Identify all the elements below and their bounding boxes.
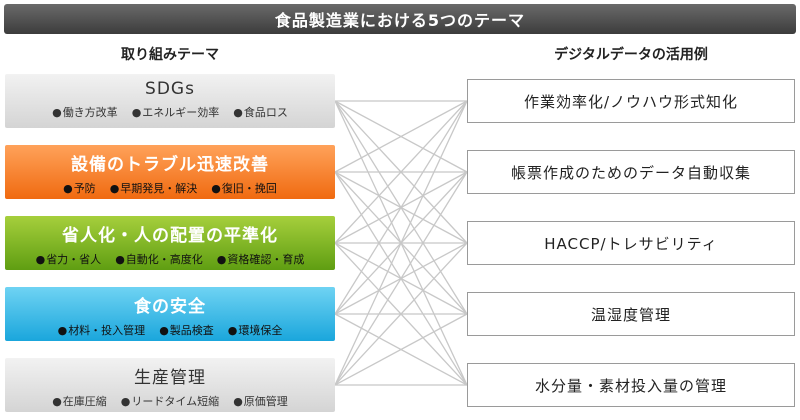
theme-title: 生産管理 xyxy=(134,368,206,388)
usage-box-work-efficiency: 作業効率化/ノウハウ形式知化 xyxy=(467,79,795,123)
theme-item: 食品ロス xyxy=(233,104,288,120)
theme-title: 設備のトラブル迅速改善 xyxy=(71,155,269,175)
theme-item: 製品検査 xyxy=(159,322,214,338)
theme-box-food-safety: 食の安全 材料・投入管理 製品検査 環境保全 xyxy=(5,287,335,341)
connector-line xyxy=(334,100,468,315)
theme-item: 復旧・挽回 xyxy=(211,180,277,196)
theme-item: 在庫圧縮 xyxy=(52,393,107,409)
theme-item: 予防 xyxy=(63,180,96,196)
right-column-heading: デジタルデータの活用例 xyxy=(554,47,708,63)
theme-item: 環境保全 xyxy=(228,322,282,338)
theme-title: 食の安全 xyxy=(134,297,206,317)
diagram-title: 食品製造業における5つのテーマ xyxy=(4,4,796,34)
theme-box-production: 生産管理 在庫圧縮 リードタイム短縮 原価管理 xyxy=(5,358,335,412)
connector-line xyxy=(334,242,468,386)
connector-line xyxy=(334,171,468,386)
theme-item: 資格確認・育成 xyxy=(217,251,304,267)
theme-title: 省人化・人の配置の平準化 xyxy=(62,226,278,246)
theme-item: エネルギー効率 xyxy=(132,104,219,120)
theme-title: SDGs xyxy=(145,79,195,99)
theme-item: 自動化・高度化 xyxy=(115,251,203,267)
usage-box-haccp: HACCP/トレサビリティ xyxy=(467,221,795,265)
connector-line xyxy=(334,100,468,173)
theme-box-sdgs: SDGs 働き方改革 エネルギー効率 食品ロス xyxy=(5,74,335,128)
theme-item: 省力・省人 xyxy=(36,251,101,267)
theme-box-equipment: 設備のトラブル迅速改善 予防 早期発見・解決 復旧・挽回 xyxy=(5,145,335,199)
connector-line xyxy=(334,100,468,244)
left-column-heading: 取り組みテーマ xyxy=(121,47,219,63)
theme-item: リードタイム短縮 xyxy=(121,393,219,409)
connector-line xyxy=(334,100,468,386)
usage-box-moisture: 水分量・素材投入量の管理 xyxy=(467,363,795,407)
theme-item: 早期発見・解決 xyxy=(110,180,197,196)
theme-item: 材料・投入管理 xyxy=(58,322,145,338)
theme-item: 原価管理 xyxy=(233,393,288,409)
connector-line xyxy=(334,313,468,386)
theme-box-labor: 省人化・人の配置の平準化 省力・省人 自動化・高度化 資格確認・育成 xyxy=(5,216,335,270)
theme-item: 働き方改革 xyxy=(52,104,118,120)
usage-box-temp-humidity: 温湿度管理 xyxy=(467,292,795,336)
usage-box-auto-data-collection: 帳票作成のためのデータ自動収集 xyxy=(467,150,795,194)
